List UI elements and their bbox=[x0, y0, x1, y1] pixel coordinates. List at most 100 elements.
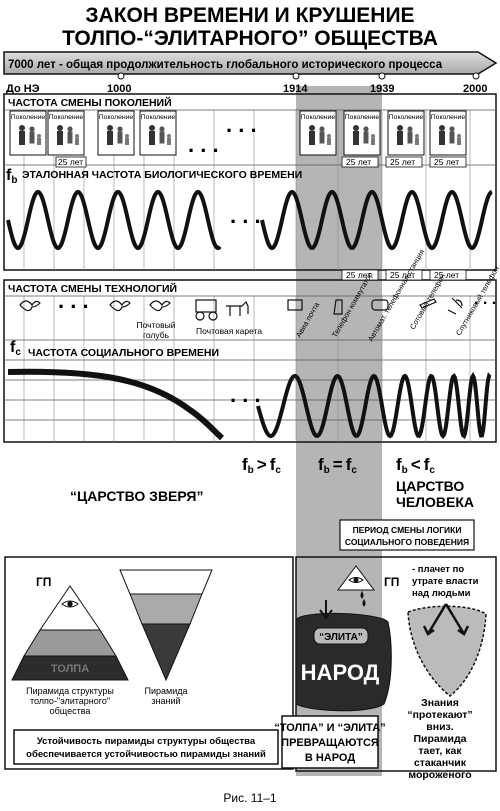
period-box: ПЕРИОД СМЕНЫ ЛОГИКИ СОЦИАЛЬНОГО ПОВЕДЕНИ… bbox=[339, 519, 475, 551]
generation-card-frame bbox=[343, 110, 381, 156]
person-icon bbox=[67, 126, 73, 132]
kingdom-human-l2: ЧЕЛОВЕКА bbox=[396, 494, 474, 510]
generation-card-2: Поколение bbox=[97, 110, 135, 156]
tear-icon bbox=[360, 590, 366, 607]
people-label: НАРОД bbox=[301, 660, 380, 685]
person-icon bbox=[407, 126, 413, 132]
timeline-arrow-label: 7000 лет - общая продолжительность глоба… bbox=[8, 59, 443, 71]
tech-interval-2 bbox=[429, 269, 467, 281]
envelope-icon bbox=[287, 299, 303, 311]
timeline-arrow: 7000 лет - общая продолжительность глоба… bbox=[3, 51, 498, 75]
person-icon bbox=[107, 131, 113, 145]
person-icon bbox=[353, 131, 359, 145]
gp-right: ГП bbox=[384, 575, 399, 589]
tech-interval-1 bbox=[385, 269, 423, 281]
stability-note-l2: обеспечивается устойчивостью пирамиды зн… bbox=[26, 749, 266, 760]
people-blob bbox=[295, 600, 392, 712]
person-icon bbox=[449, 131, 455, 144]
structure-caption-l1: Пирамида структуры bbox=[26, 686, 114, 696]
person-icon bbox=[37, 134, 41, 138]
person-icon bbox=[407, 131, 413, 144]
gen-interval-0 bbox=[341, 156, 379, 168]
person-icon bbox=[57, 131, 63, 145]
person-icon bbox=[117, 131, 123, 144]
person-icon bbox=[107, 125, 113, 131]
person-icon bbox=[159, 126, 165, 132]
tech-dots-1: . . . bbox=[58, 288, 89, 313]
tech-interval-label-2: 25 лет bbox=[434, 270, 459, 280]
person-icon bbox=[363, 131, 369, 144]
person-icon bbox=[149, 131, 155, 145]
split-arrows bbox=[422, 603, 470, 636]
generation-card-frame bbox=[9, 110, 47, 156]
gp-left: ГП bbox=[36, 575, 51, 589]
social-label: ЧАСТОТА СОЦИАЛЬНОГО ВРЕМЕНИ bbox=[28, 347, 219, 359]
transform-l2: ПРЕВРАЩАЮТСЯ bbox=[281, 737, 379, 749]
tech-icons bbox=[19, 297, 463, 321]
telephone-switch-icon bbox=[333, 299, 343, 315]
person-icon bbox=[57, 125, 63, 131]
tick-bc: До НЭ bbox=[6, 83, 40, 95]
person-icon bbox=[371, 134, 375, 138]
person-icon bbox=[29, 126, 35, 132]
structure-caption: Пирамида структуры толпо-"элитарного" об… bbox=[26, 686, 114, 716]
kingdom-human-l1: ЦАРСТВО bbox=[396, 478, 464, 494]
title-line1: ЗАКОН ВРЕМЕНИ И КРУШЕНИЕ bbox=[85, 4, 414, 27]
structure-caption-l2: толпо-"элитарного" bbox=[30, 696, 110, 706]
generation-card-label: Поколение bbox=[301, 114, 336, 121]
kingdom-beast: “ЦАРСТВО ЗВЕРЯ” bbox=[70, 488, 203, 504]
generation-card-6: Поколение bbox=[387, 110, 425, 156]
svg-text:25 лет: 25 лет bbox=[58, 157, 83, 167]
technologies-header: ЧАСТОТА СМЕНЫ ТЕХНОЛОГИЙ bbox=[8, 282, 177, 295]
knowledge-note-l1: Знания bbox=[421, 697, 459, 709]
person-icon bbox=[29, 131, 35, 144]
figure-caption: Рис. 11–1 bbox=[223, 791, 277, 805]
knowledge-note-l5: тает, как bbox=[418, 745, 462, 757]
biological-wave bbox=[6, 189, 493, 251]
gen-interval-label-2: 25 лет bbox=[434, 157, 459, 167]
generation-card-frame bbox=[387, 110, 425, 156]
person-icon bbox=[75, 138, 79, 145]
melting-pyramid bbox=[407, 603, 487, 697]
person-icon bbox=[439, 131, 445, 145]
bio-dots-1: . . . bbox=[230, 203, 261, 228]
person-icon bbox=[75, 134, 79, 138]
knowledge-note-l2: “протекают” bbox=[407, 709, 472, 721]
rotary-phone-icon bbox=[371, 299, 389, 311]
person-icon bbox=[439, 125, 445, 131]
person-icon bbox=[37, 138, 41, 145]
generation-card-label: Поколение bbox=[49, 114, 84, 121]
person-icon bbox=[353, 125, 359, 131]
stability-note: Устойчивость пирамиды структуры общества… bbox=[13, 729, 279, 765]
satellite-phone-icon bbox=[447, 297, 463, 315]
tech-interval-0 bbox=[341, 269, 379, 281]
gp-note-l3: над людьми bbox=[412, 588, 471, 599]
generation-card-label: Поколение bbox=[141, 114, 176, 121]
knowledge-note-l6: стаканчик bbox=[414, 757, 467, 769]
fb-symbol: fb bbox=[6, 167, 17, 186]
knowledge-note-l4: Пирамида bbox=[414, 733, 467, 745]
generation-card-label: Поколение bbox=[99, 114, 134, 121]
tech-label-pigeon-l1: Почтовый bbox=[137, 320, 176, 330]
generation-card-1: Поколение bbox=[47, 110, 85, 156]
gp-note-l1: - плачет по bbox=[412, 564, 464, 575]
person-icon bbox=[363, 126, 369, 132]
comparison-gt: fb>fc bbox=[242, 455, 281, 476]
elite-label: “ЭЛИТА” bbox=[319, 632, 363, 643]
knowledge-note: Знания “протекают” вниз. Пирамида тает, … bbox=[407, 697, 472, 781]
structure-caption-l3: общества bbox=[50, 706, 91, 716]
person-icon bbox=[319, 131, 325, 144]
gp-note-l2: утрате власти bbox=[412, 576, 479, 587]
generation-card-frame bbox=[299, 110, 337, 156]
comparison-lt: fb<fc bbox=[396, 455, 435, 476]
person-icon bbox=[19, 125, 25, 131]
tech-interval-label-1: 25 лет bbox=[390, 270, 415, 280]
generation-card-label: Поколение bbox=[345, 114, 380, 121]
social-wave bbox=[256, 371, 492, 440]
knowledge-pyramid bbox=[119, 569, 213, 682]
generation-card-4: Поколение bbox=[299, 110, 337, 156]
person-icon bbox=[397, 125, 403, 131]
person-icon bbox=[457, 134, 461, 138]
title-line2: ТОЛПО-“ЭЛИТАРНОГО” ОБЩЕСТВА bbox=[62, 27, 438, 50]
